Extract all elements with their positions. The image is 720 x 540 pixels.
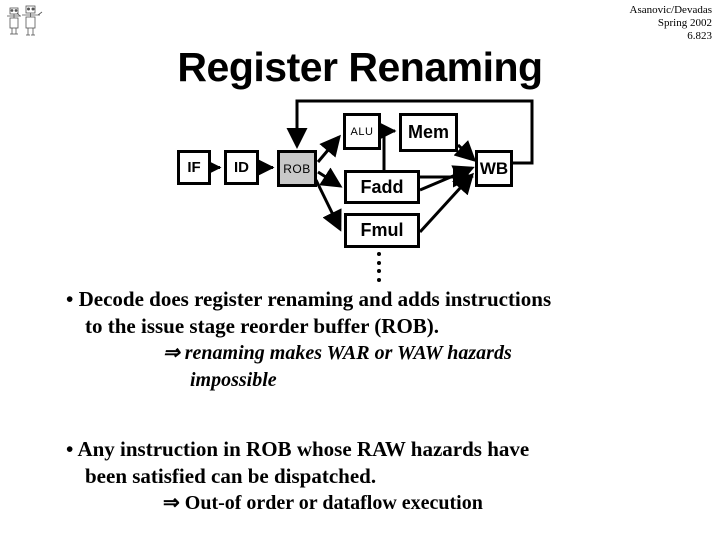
more-units-ellipsis-icon (375, 252, 383, 282)
stage-box-if: IF (177, 150, 211, 185)
header-author: Asanovic/Devadas (629, 4, 712, 16)
bullet-1-sub-line-2: impossible (190, 369, 277, 391)
header-course-number: 6.823 (687, 30, 712, 42)
bullet-1-line-1: • Decode does register renaming and adds… (66, 287, 552, 311)
bullet-2-line-1: • Any instruction in ROB whose RAW hazar… (66, 437, 530, 461)
course-logo-icon (4, 4, 46, 38)
bullet-1-line-2: to the issue stage reorder buffer (ROB). (85, 314, 440, 338)
stage-box-fadd: Fadd (344, 170, 420, 204)
pipeline-diagram-boxes: IF ID ROB ALU Mem Fadd Fmul WB (177, 113, 513, 282)
bullet-2-line-2: been satisfied can be dispatched. (85, 464, 377, 488)
page-title: Register Renaming (177, 44, 543, 90)
bullet-item-2: • Any instruction in ROB whose RAW hazar… (0, 436, 720, 517)
slide-body: • Decode does register renaming and adds… (0, 286, 720, 523)
stage-box-id: ID (224, 150, 259, 185)
course-header: Asanovic/Devadas Spring 2002 6.823 (630, 4, 712, 43)
header-term: Spring 2002 (657, 17, 712, 29)
stage-box-mem: Mem (399, 113, 458, 152)
bullet-1-sub-line-1: ⇒ renaming makes WAR or WAW hazards (163, 342, 512, 364)
stage-box-alu: ALU (343, 113, 381, 150)
stage-box-rob: ROB (277, 150, 317, 187)
stage-box-wb: WB (475, 150, 513, 187)
bullet-2-sub-line-1: ⇒ Out-of order or dataflow execution (163, 492, 483, 514)
stage-box-fmul: Fmul (344, 213, 420, 248)
bullet-item-1: • Decode does register renaming and adds… (0, 286, 720, 394)
